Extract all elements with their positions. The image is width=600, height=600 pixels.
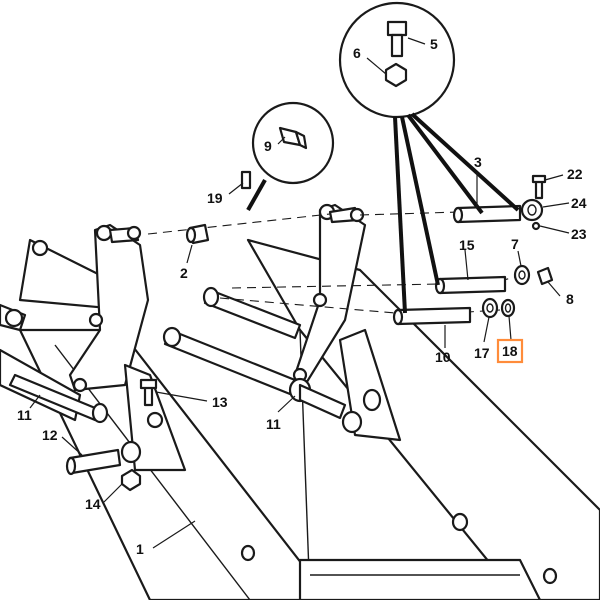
label-part-6: 6 (353, 45, 361, 61)
ball-23 (531, 221, 541, 231)
linkage-plate-left (68, 223, 150, 393)
frame-hole (451, 512, 469, 532)
label-part-1: 1 (136, 541, 144, 557)
hydraulic-cylinder-left (8, 373, 109, 424)
loader-arm-frame (0, 238, 600, 600)
bolt-13 (139, 378, 158, 407)
rear-frame-member (202, 286, 302, 340)
bushing-2 (185, 223, 210, 245)
mounting-bracket-left (120, 363, 187, 472)
mounting-bracket-right (338, 328, 402, 442)
detail-circle-9 (246, 101, 335, 211)
label-part-17: 17 (474, 345, 490, 361)
pin-3 (452, 204, 522, 224)
label-part-7: 7 (511, 236, 519, 252)
pin-12 (65, 448, 122, 476)
pin-15 (434, 275, 507, 295)
leader-lines (29, 37, 570, 549)
label-part-23: 23 (571, 226, 587, 242)
label-part-14: 14 (85, 496, 101, 512)
label-part-3: 3 (474, 154, 482, 170)
circlip-18 (500, 298, 516, 318)
grease-nipple-22 (531, 174, 547, 200)
label-part-22: 22 (567, 166, 583, 182)
frame-hole (542, 567, 558, 585)
label-part-2: 2 (180, 265, 188, 281)
label-part-12: 12 (42, 427, 58, 443)
label-part-18: 18 (502, 343, 518, 359)
washer-17 (481, 297, 499, 319)
label-part-8: 8 (566, 291, 574, 307)
label-part-11-right: 11 (266, 416, 281, 432)
label-part-19: 19 (207, 190, 223, 206)
label-part-10: 10 (435, 349, 451, 365)
hydraulic-cylinder-right (162, 326, 347, 420)
collar-24 (520, 198, 544, 222)
frame-hole (240, 544, 256, 562)
highlight-box-18 (496, 338, 524, 364)
label-part-24: 24 (571, 195, 587, 211)
grease-nipple-19 (240, 170, 252, 190)
linkage-plate-right (292, 203, 367, 387)
washer-7 (513, 264, 531, 286)
pin-10 (392, 306, 472, 326)
label-part-11-left: 11 (17, 407, 32, 423)
label-part-13: 13 (212, 394, 228, 410)
label-part-15: 15 (459, 237, 475, 253)
clip-8 (536, 266, 554, 286)
detail-circle-5-6 (338, 1, 520, 314)
label-part-5: 5 (430, 36, 438, 52)
label-part-9: 9 (264, 138, 272, 154)
